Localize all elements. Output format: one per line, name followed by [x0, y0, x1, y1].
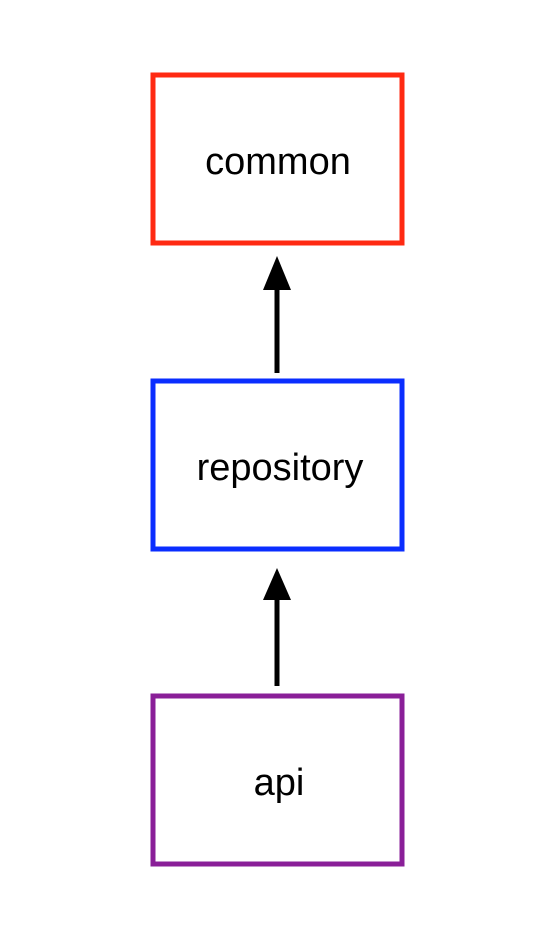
- node-api-box: [150, 693, 405, 867]
- node-common: common: [150, 72, 405, 246]
- arrow-up-icon: [263, 256, 291, 290]
- node-api-label: api: [254, 762, 305, 804]
- edge-api-to-repository: [263, 568, 291, 686]
- node-repository: repository: [150, 378, 405, 552]
- node-common-label: common: [205, 141, 351, 183]
- node-repository-box: [150, 378, 405, 552]
- node-repository-label: repository: [197, 447, 364, 489]
- arrow-up-icon: [263, 568, 291, 600]
- node-api: api: [150, 693, 405, 867]
- edge-repository-to-common: [263, 256, 291, 373]
- node-common-box: [150, 72, 405, 246]
